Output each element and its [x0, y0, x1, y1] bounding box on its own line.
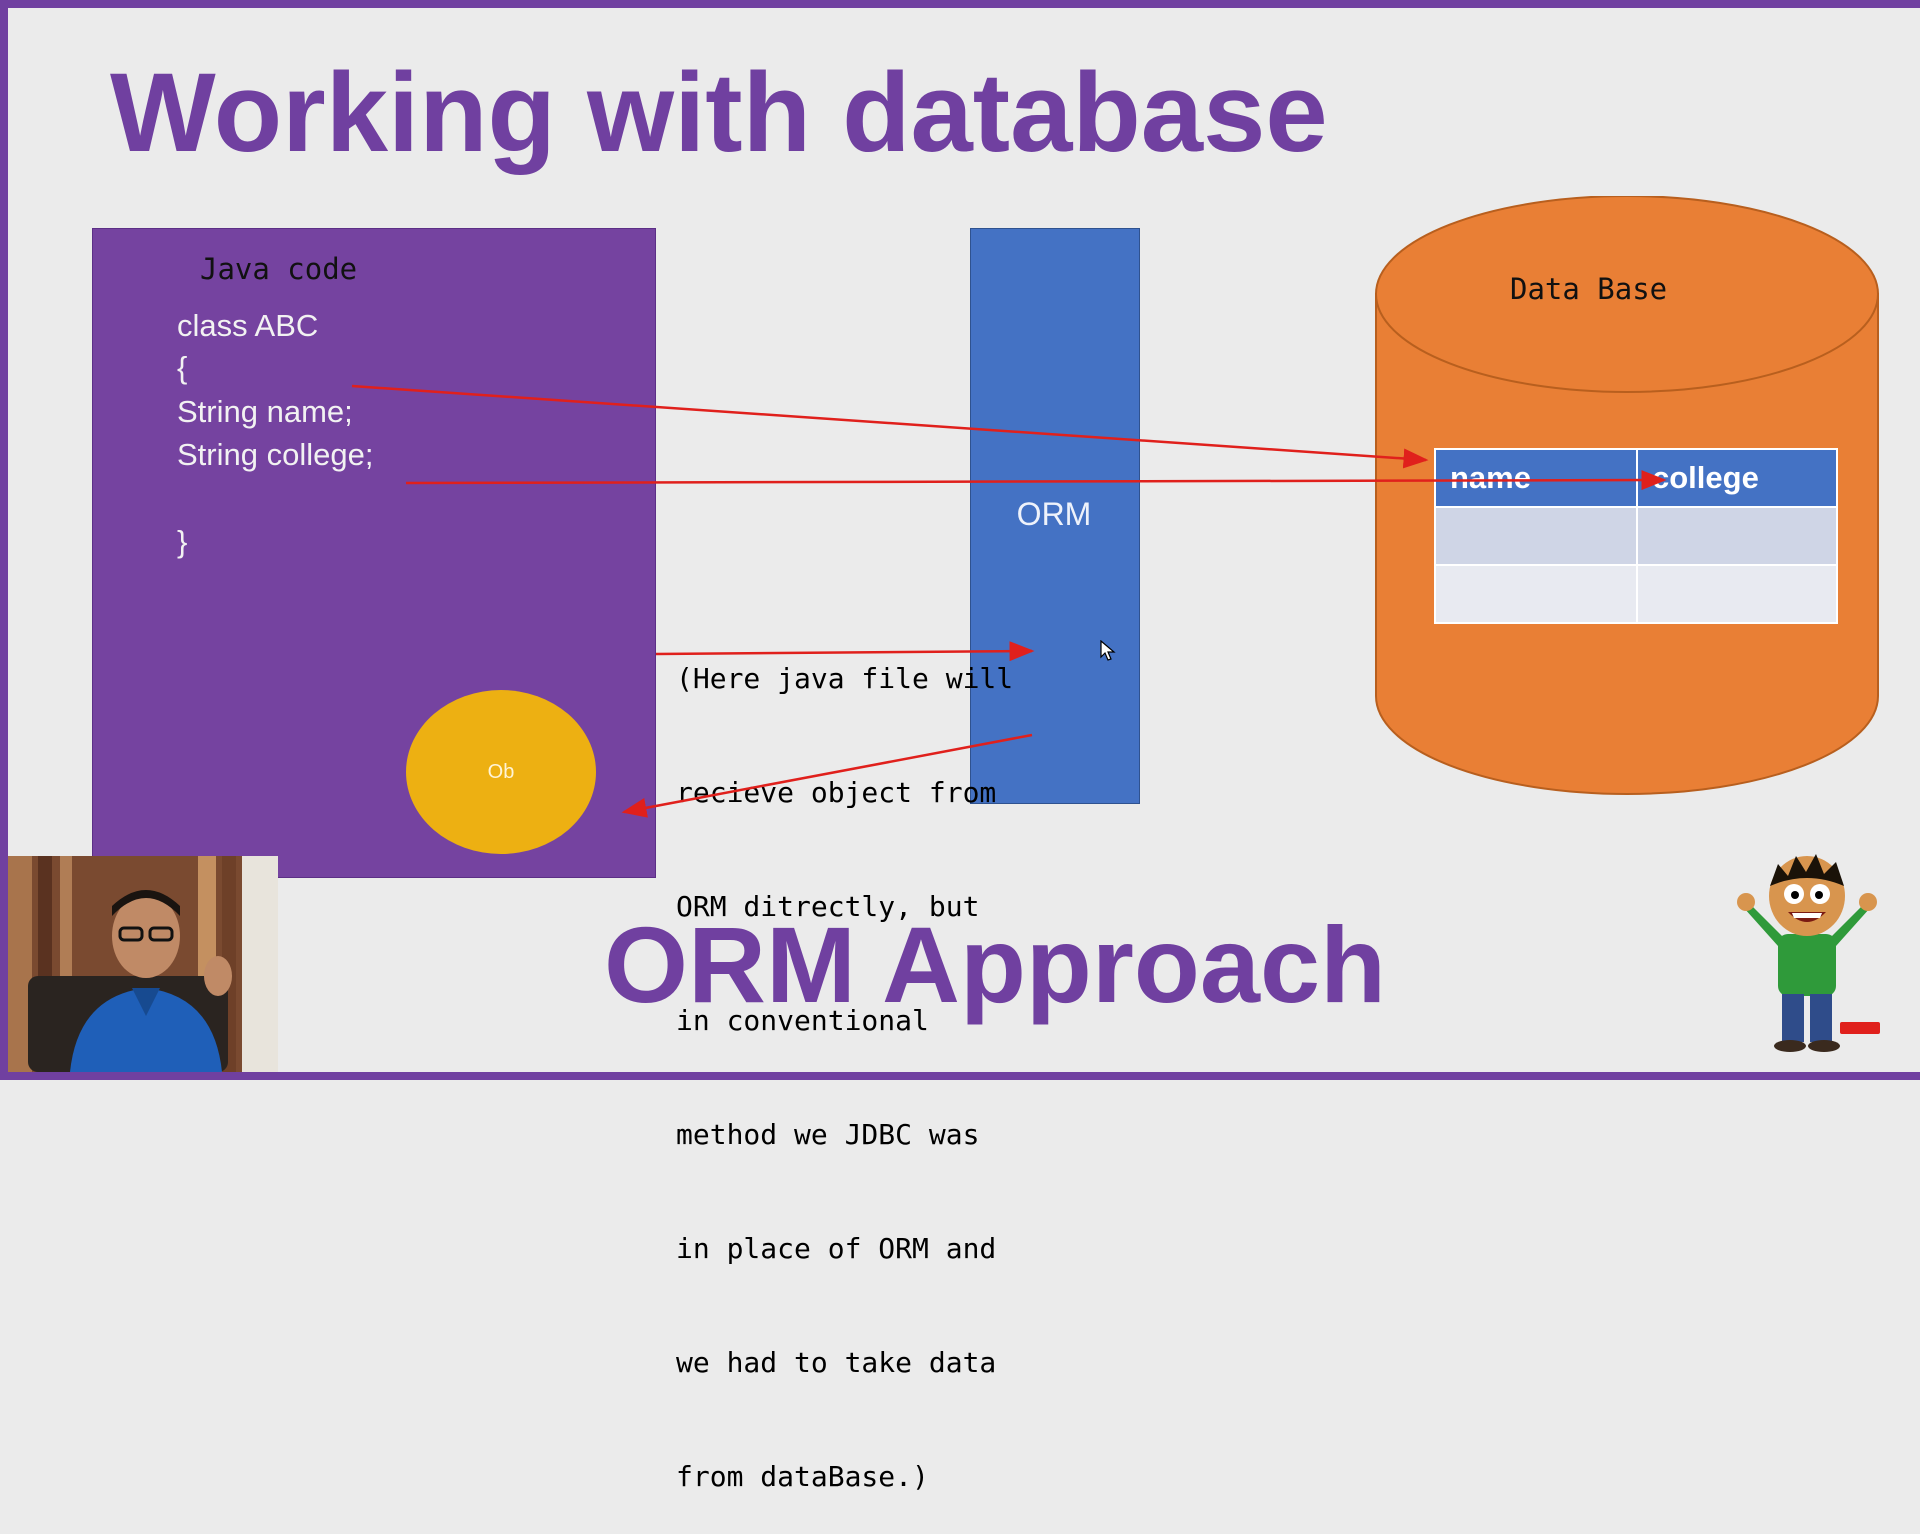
orm-label: ORM	[1016, 496, 1092, 532]
presenter-figure	[8, 856, 278, 1072]
code-line-name: String name;	[177, 394, 353, 429]
table-cell	[1636, 564, 1838, 624]
slide-frame-top	[0, 0, 1920, 8]
note-line: recieve object from	[676, 776, 997, 809]
code-line-close-brace: }	[177, 524, 188, 559]
table-row	[1434, 506, 1838, 566]
slide-title: Working with database	[110, 50, 1328, 175]
note-text: (Here java file will recieve object from…	[676, 584, 1076, 1534]
note-line: method we JDBC was	[676, 1118, 980, 1151]
table-row	[1434, 564, 1838, 624]
mouse-pointer-icon	[1100, 640, 1116, 661]
database-table: name college	[1434, 448, 1838, 624]
table-cell	[1434, 506, 1638, 566]
note-line: from dataBase.)	[676, 1460, 929, 1493]
table-cell	[1636, 506, 1838, 566]
table-cell	[1434, 564, 1638, 624]
java-code-caption: Java code	[200, 252, 358, 286]
note-line: we had to take data	[676, 1346, 997, 1379]
database-title: Data Base	[1510, 272, 1668, 306]
code-line-college: String college;	[177, 437, 374, 472]
code-line-class: class ABC	[177, 308, 319, 343]
object-label: Ob	[487, 760, 515, 783]
cartoon-mascot-icon	[1737, 854, 1880, 1052]
note-line: in conventional	[676, 1004, 929, 1037]
object-circle: Ob	[406, 690, 596, 854]
slide-subtitle: ORM Approach	[604, 904, 1386, 1025]
presenter-webcam	[8, 856, 278, 1072]
note-line: ORM ditrectly, but	[676, 890, 980, 923]
column-header-name: name	[1434, 448, 1638, 508]
slide-frame-left	[0, 0, 8, 1080]
note-line: in place of ORM and	[676, 1232, 997, 1265]
note-line: (Here java file will	[676, 662, 1014, 695]
orm-panel	[970, 228, 1140, 804]
column-header-college: college	[1636, 448, 1838, 508]
code-line-open-brace: {	[177, 350, 188, 385]
slide-frame-bottom	[0, 1072, 1920, 1080]
